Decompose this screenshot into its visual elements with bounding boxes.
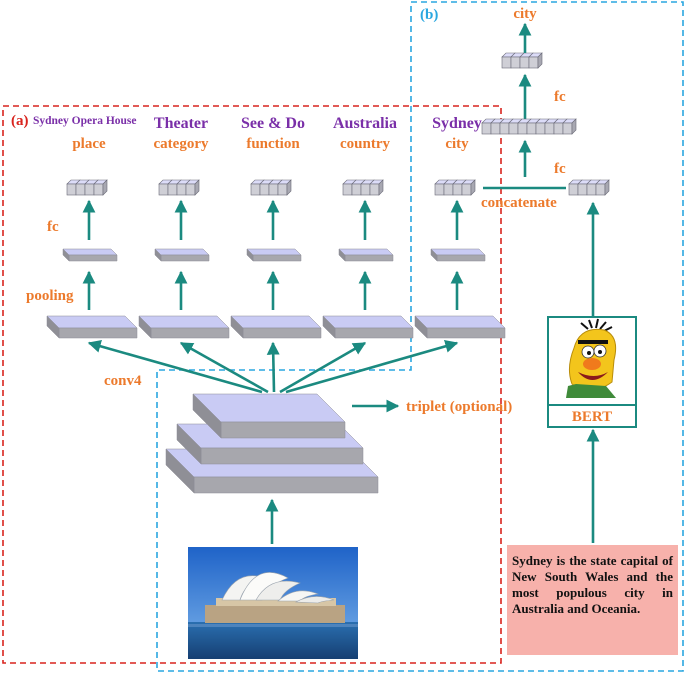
pool-layer-category	[138, 315, 230, 339]
head-value-australia: Australia	[333, 115, 397, 132]
panel-a-label: (a)	[11, 113, 29, 129]
b-output-cubes	[501, 52, 543, 69]
pooling-label: pooling	[26, 288, 74, 304]
fc-layer-city	[430, 248, 486, 262]
bert-label: BERT	[572, 409, 612, 425]
b-fc-top-label: fc	[554, 89, 566, 105]
b-concat-cubes	[481, 118, 577, 135]
head-attr-city: city	[445, 136, 469, 152]
head-value-sydney: Sydney	[432, 115, 482, 132]
head-attr-category: category	[154, 136, 209, 152]
concatenate-label: concatenate	[481, 195, 557, 211]
fc-label: fc	[47, 219, 59, 235]
caption-text-box: Sydney is the state capital of New South…	[507, 545, 678, 655]
fc-output-cubes-country	[342, 179, 384, 196]
bert-face	[566, 318, 617, 398]
arrow-conv4-to-pool-place	[87, 339, 263, 394]
triplet-label: triplet (optional)	[406, 399, 512, 415]
b-output-city-label: city	[513, 6, 537, 22]
fc-layer-country	[338, 248, 394, 262]
head-attr-place: place	[72, 136, 106, 152]
head-value-see-do: See & Do	[241, 115, 305, 132]
fc-layer-function	[246, 248, 302, 262]
head-attr-country: country	[340, 136, 390, 152]
opera-house-photo	[188, 547, 358, 659]
fc-output-cubes-function	[250, 179, 292, 196]
caption-text: Sydney is the state capital of New South…	[512, 553, 673, 616]
b-fc-low-label: fc	[554, 161, 566, 177]
pool-layer-country	[322, 315, 414, 339]
arrow-conv4-to-pool-category	[179, 341, 269, 394]
head-attr-function: function	[246, 136, 300, 152]
panel-b-border	[156, 1, 684, 672]
head-value-theater: Theater	[154, 115, 208, 132]
bert-portrait	[547, 316, 637, 428]
pool-layer-city	[414, 315, 506, 339]
arrow-conv4-to-pool-country	[279, 341, 367, 394]
panel-a-border	[2, 105, 502, 664]
fc-output-cubes-city	[434, 179, 476, 196]
fc-output-cubes-category	[158, 179, 200, 196]
pool-layer-place	[46, 315, 138, 339]
landmark-name: Sydney Opera House	[33, 115, 137, 127]
fc-layer-category	[154, 248, 210, 262]
conv4-label: conv4	[104, 373, 142, 389]
fc-layer-place	[62, 248, 118, 262]
arrow-conv4-to-pool-city	[285, 339, 459, 394]
fc-output-cubes-place	[66, 179, 108, 196]
pool-layer-function	[230, 315, 322, 339]
conv4-slab-top	[192, 393, 346, 439]
arrow-conv4-to-pool-function	[266, 341, 280, 393]
panel-b-label: (b)	[420, 7, 438, 23]
b-text-fc-cubes	[568, 179, 610, 196]
